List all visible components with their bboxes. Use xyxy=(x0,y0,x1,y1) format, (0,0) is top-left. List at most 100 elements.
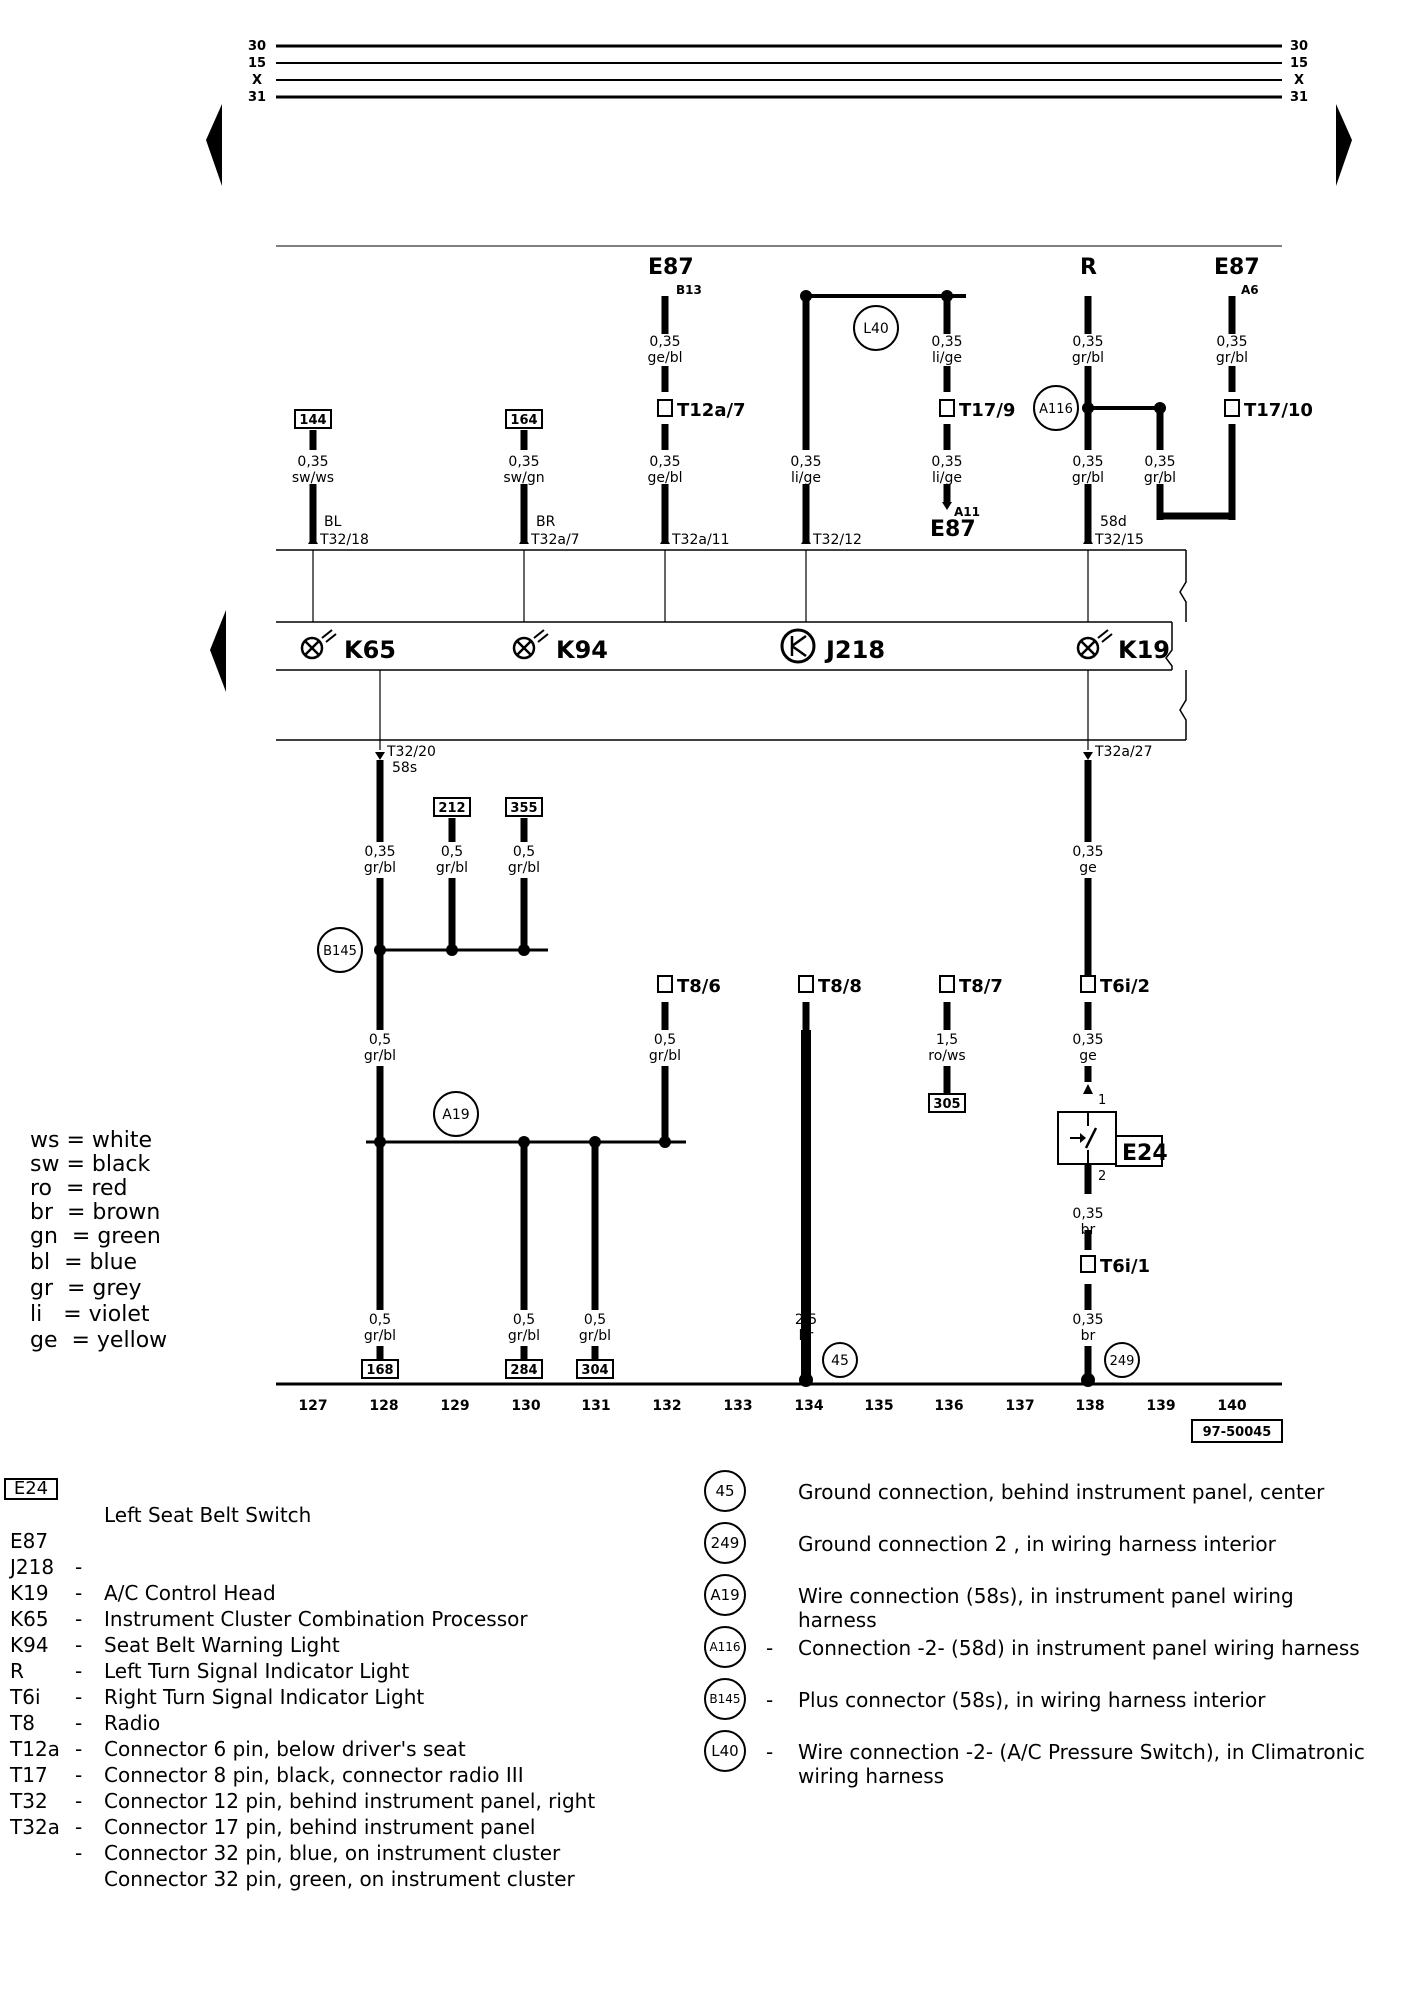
e24-pin2: 2 xyxy=(1098,1169,1106,1184)
component-desc: Left Seat Belt Switch xyxy=(104,1503,312,1527)
bus-label-31-right: 31 xyxy=(1290,90,1308,105)
b131-color: gr/bl xyxy=(579,1328,611,1344)
component-code: T32 xyxy=(10,1789,48,1813)
legend-sw: sw = black xyxy=(30,1152,151,1177)
component-desc: Connector 8 pin, black, connector radio … xyxy=(104,1763,524,1787)
k94-label: K94 xyxy=(556,636,608,664)
connection-row: L40 - Wire connection -2- (A/C Pressure … xyxy=(0,1730,1408,1788)
connection-code: 249 xyxy=(704,1522,746,1564)
b128-color: gr/bl xyxy=(364,1328,396,1344)
component-row: K19 - Seat Belt Warning Light xyxy=(0,1554,700,1657)
component-dash: - xyxy=(75,1555,83,1579)
wk65-size: 0,35 xyxy=(364,844,395,860)
lower-labels: T32/20 58s 0,35 gr/bl 212 0,5 gr/bl 355 … xyxy=(317,744,1168,1379)
legend-br: br = brown xyxy=(30,1200,161,1225)
e24-highlight-box: E24 xyxy=(4,1478,58,1500)
connection-dash: - xyxy=(766,1740,774,1764)
w164-size: 0,35 xyxy=(508,454,539,470)
wr-pin-name: 58d xyxy=(1100,514,1127,530)
legend-gr: gr = grey xyxy=(30,1276,142,1301)
component-dash: - xyxy=(75,1815,83,1839)
component-row: K65 - Left Turn Signal Indicator Light xyxy=(0,1580,700,1683)
l40-connector-label: L40 xyxy=(863,321,889,337)
t6i1-color: br xyxy=(1081,1328,1096,1344)
wa116-size: 0,35 xyxy=(1144,454,1175,470)
component-row: T17 - Connector 17 pin, behind instrumen… xyxy=(0,1736,700,1839)
we24-color: br xyxy=(1081,1222,1096,1238)
component-code: E87 xyxy=(10,1529,49,1553)
wb145-size: 0,5 xyxy=(369,1032,391,1048)
connection-row: 249 Ground connection 2 , in wiring harn… xyxy=(0,1522,1408,1566)
wa116-color: gr/bl xyxy=(1144,470,1176,486)
w164-pin: T32a/7 xyxy=(530,532,580,548)
next-page-arrow-icon[interactable] xyxy=(1336,104,1352,186)
t87-size: 1,5 xyxy=(936,1032,958,1048)
w212-size: 0,5 xyxy=(441,844,463,860)
a116-connector-label: A116 xyxy=(1039,402,1073,417)
bus-label-x-left: X xyxy=(252,73,262,88)
j218-processor-icon xyxy=(780,628,816,664)
w164-pin-name: BR xyxy=(536,514,556,530)
track-133: 133 xyxy=(723,1398,752,1414)
wr-size2: 0,35 xyxy=(1072,454,1103,470)
upper-wires xyxy=(309,294,1236,622)
radio-label: R xyxy=(1080,255,1097,280)
t88-size: 2,5 xyxy=(795,1312,817,1328)
b131-size: 0,5 xyxy=(584,1312,606,1328)
wk19-color: ge xyxy=(1079,860,1097,876)
connection-desc: Connection -2- (58d) in instrument panel… xyxy=(798,1636,1360,1660)
connection-desc: Ground connection, behind instrument pan… xyxy=(798,1480,1325,1504)
conn-t12a-7: T12a/7 xyxy=(677,400,746,421)
connection-code: A116 xyxy=(704,1626,746,1668)
track-138: 138 xyxy=(1075,1398,1104,1414)
upper-labels: E87 B13 R E87 A6 L40 A116 144 0,35 sw/ws… xyxy=(292,255,1313,548)
figure-id: 97-50045 xyxy=(1203,1425,1272,1440)
e87-a11-name: E87 xyxy=(930,517,976,542)
we87a6-size: 0,35 xyxy=(1216,334,1247,350)
k65-lamp-icon xyxy=(300,629,337,660)
component-desc: Left Turn Signal Indicator Light xyxy=(104,1659,410,1683)
b130-size: 0,5 xyxy=(513,1312,535,1328)
w144-color: sw/ws xyxy=(292,470,334,486)
ref-284: 284 xyxy=(510,1363,537,1378)
connection-code: 45 xyxy=(704,1470,746,1512)
wl40-color: li/ge xyxy=(791,470,821,486)
bus-lines: 30 15 X 31 30 15 X 31 xyxy=(248,39,1308,105)
t6i2-color: ge xyxy=(1079,1048,1097,1064)
component-dash: - xyxy=(75,1711,83,1735)
conn-t8-6: T8/6 xyxy=(677,976,721,997)
bus-label-30-right: 30 xyxy=(1290,39,1308,54)
ref-168: 168 xyxy=(366,1363,393,1378)
component-code: T8 xyxy=(10,1711,35,1735)
e87-a6-name: E87 xyxy=(1214,255,1260,280)
prev-page-arrow-icon[interactable] xyxy=(206,104,222,186)
bus-label-30-left: 30 xyxy=(248,39,266,54)
track-132: 132 xyxy=(652,1398,681,1414)
component-code: T17 xyxy=(10,1763,48,1787)
component-dash: - xyxy=(75,1737,83,1761)
e87-b13-pin: B13 xyxy=(676,283,702,297)
upper-junction-dots xyxy=(800,290,1166,414)
w144-size: 0,35 xyxy=(297,454,328,470)
track-136: 136 xyxy=(934,1398,963,1414)
component-desc: Seat Belt Warning Light xyxy=(104,1633,340,1657)
wk65-pin: T32/20 xyxy=(386,744,436,760)
we87-pin: T32a/11 xyxy=(671,532,729,548)
component-row: T6i - Connector 6 pin, below driver's se… xyxy=(0,1658,700,1761)
k19-label: K19 xyxy=(1118,636,1170,664)
ref-304: 304 xyxy=(581,1363,608,1378)
upper-pin-arrows xyxy=(308,502,1093,544)
wk19-pin: T32a/27 xyxy=(1094,744,1152,760)
wr-pin: T32/15 xyxy=(1094,532,1144,548)
component-code: T32a xyxy=(10,1815,60,1839)
component-desc: Radio xyxy=(104,1711,161,1735)
ref-144: 144 xyxy=(299,413,326,428)
component-code: R xyxy=(10,1659,24,1683)
component-code: K94 xyxy=(10,1633,49,1657)
component-code: T12a xyxy=(10,1737,60,1761)
lower-wires xyxy=(366,670,1092,1380)
bus-label-15-left: 15 xyxy=(248,56,266,71)
connection-dash: - xyxy=(766,1636,774,1660)
ref-212: 212 xyxy=(438,801,465,816)
legend-ge: ge = yellow xyxy=(30,1328,168,1353)
